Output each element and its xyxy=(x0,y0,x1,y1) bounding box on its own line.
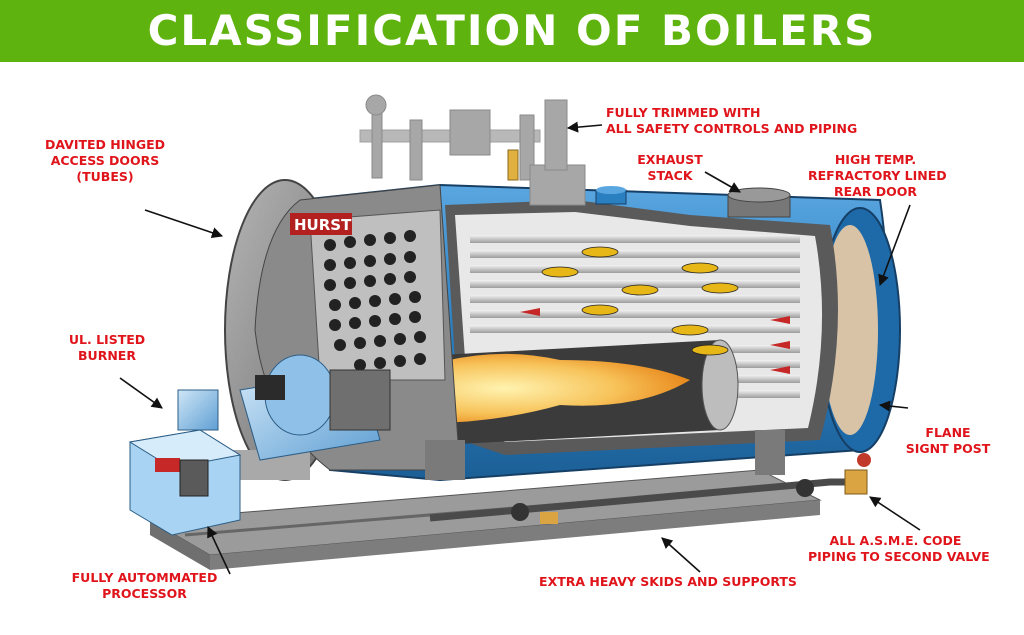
exhaust-stack xyxy=(595,186,791,218)
label-burner: UL. LISTED BURNER xyxy=(68,332,146,363)
safety-trim xyxy=(359,94,586,206)
title-banner xyxy=(0,0,1024,62)
boiler-diagram: HURST xyxy=(119,94,921,575)
label-trimmed: FULLY TRIMMED WITH ALL SAFETY CONTROLS A… xyxy=(606,105,858,136)
cutaway-interior xyxy=(380,200,838,455)
door-logo: HURST xyxy=(294,216,352,234)
piping xyxy=(429,453,871,524)
label-exhaust: EXHAUST STACK xyxy=(637,152,703,183)
page-title: CLASSIFICATION OF BOILERS xyxy=(147,6,877,55)
label-skids: EXTRA HEAVY SKIDS AND SUPPORTS xyxy=(539,574,797,589)
control-processor xyxy=(128,429,242,536)
label-rear-door: HIGH TEMP. REFRACTORY LINED REAR DOOR xyxy=(808,152,947,199)
label-asme-piping: ALL A.S.M.E. CODE PIPING TO SECOND VALVE xyxy=(808,533,990,564)
label-processor: FULLY AUTOMMATED PROCESSOR xyxy=(71,570,218,601)
burner-assembly xyxy=(177,354,391,480)
skid-frame xyxy=(148,469,822,570)
label-sight-post: FLANE SIGNT POST xyxy=(905,425,991,456)
label-davited-doors: DAVITED HINGED ACCESS DOORS (TUBES) xyxy=(44,137,166,184)
legs xyxy=(425,430,785,480)
callout-arrows xyxy=(119,121,921,575)
